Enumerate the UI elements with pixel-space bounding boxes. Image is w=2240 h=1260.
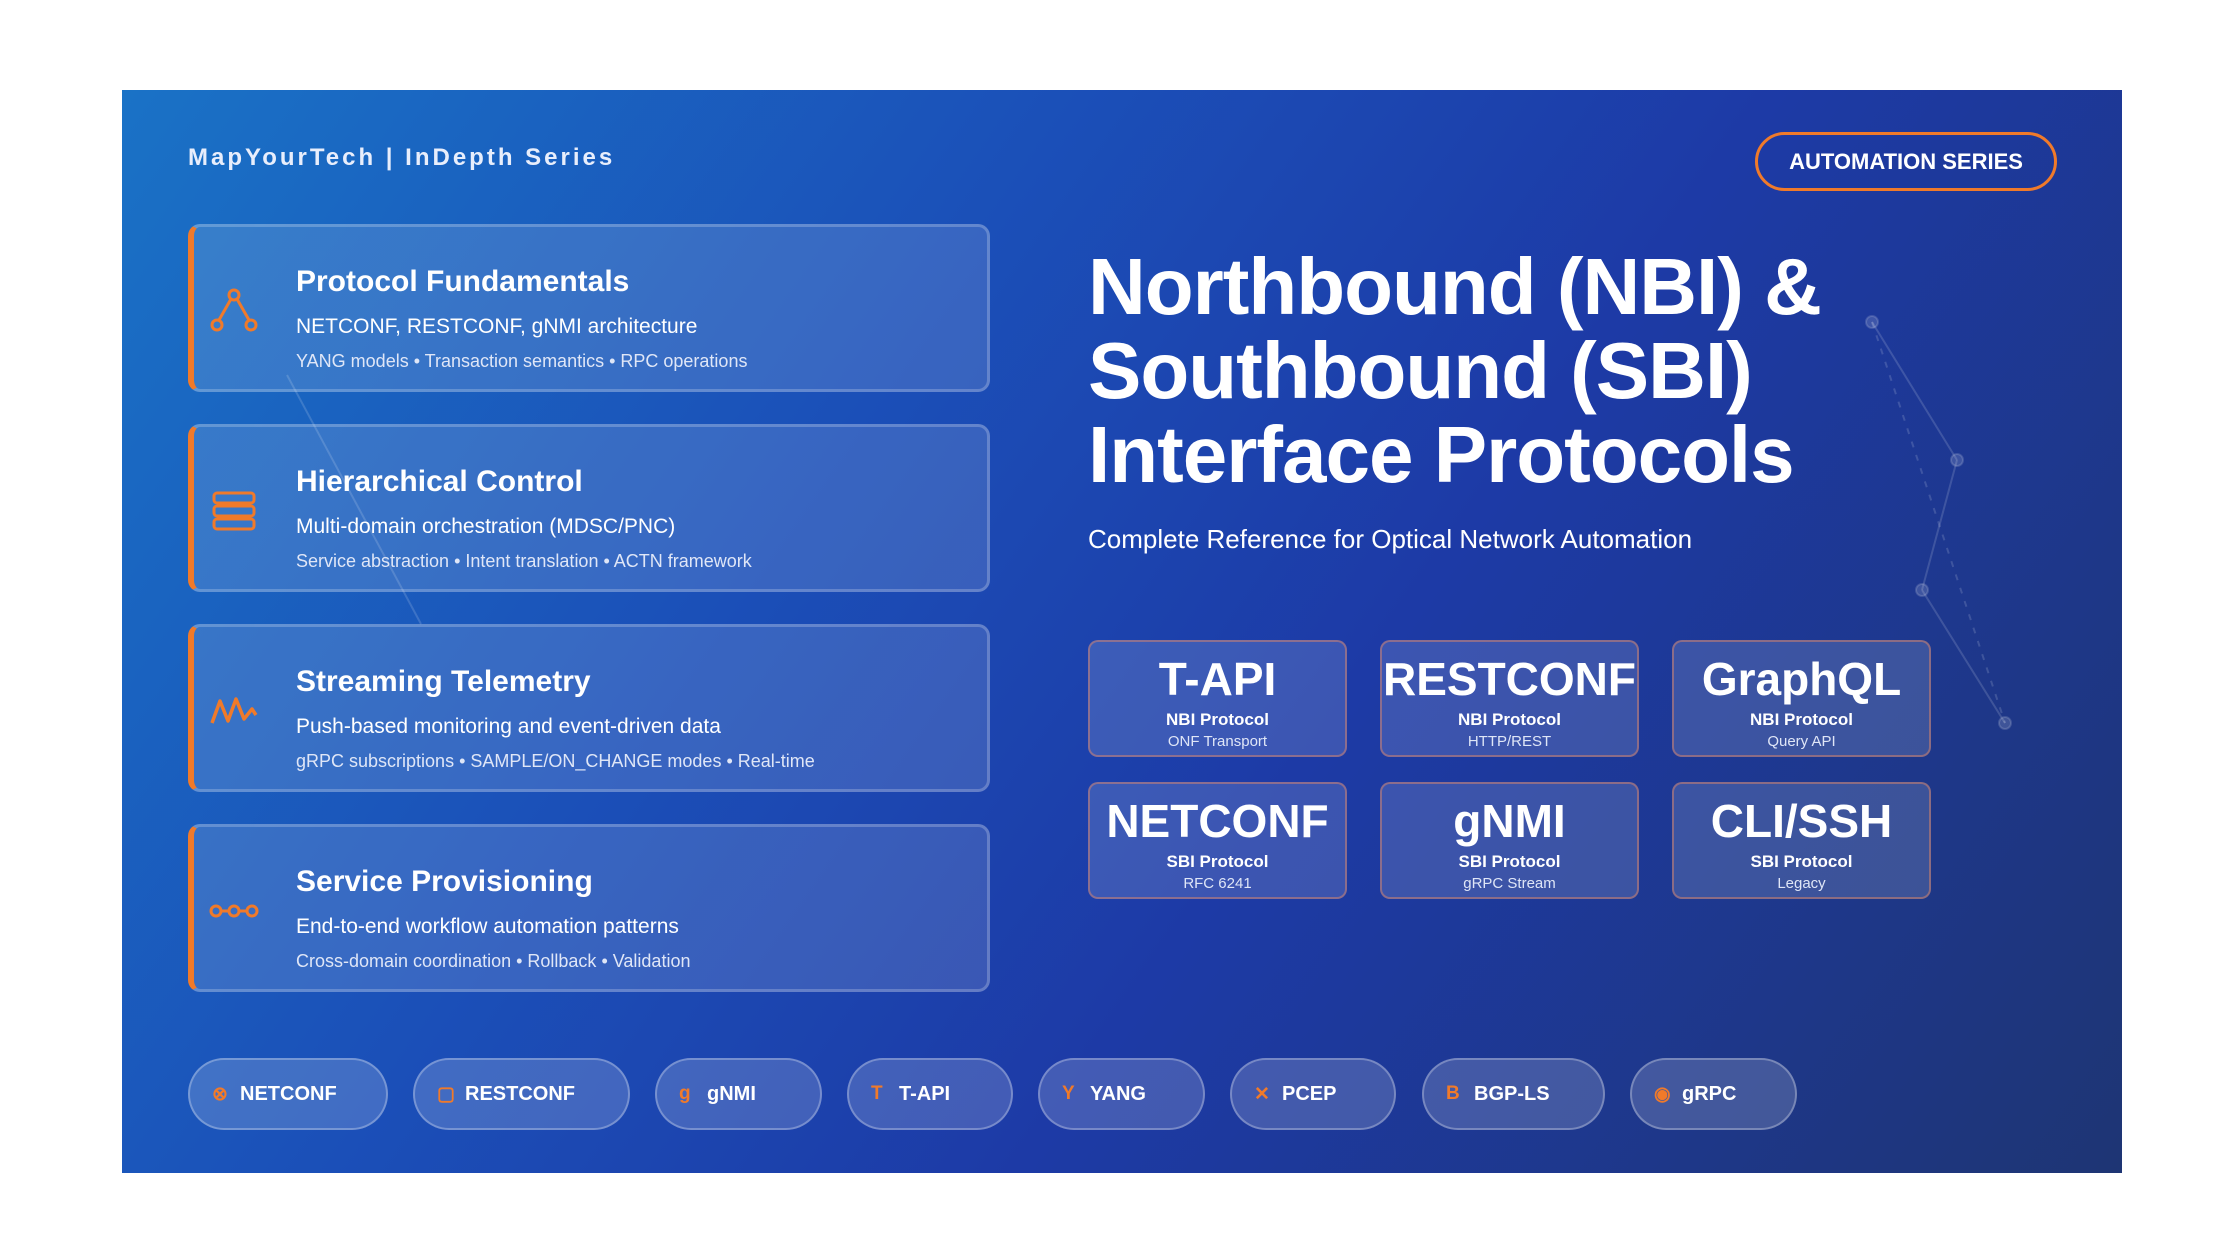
card-subtitle: Multi-domain orchestration (MDSC/PNC) xyxy=(296,515,676,538)
protocol-card: gNMI SBI Protocol gRPC Stream xyxy=(1380,782,1639,899)
protocol-name: GraphQL xyxy=(1701,653,1902,705)
tag-icon: B xyxy=(1446,1083,1460,1104)
title-line: Southbound (SBI) xyxy=(1088,326,1753,415)
title-line: Northbound (NBI) & xyxy=(1088,242,1822,331)
tag-label: YANG xyxy=(1090,1082,1146,1105)
tag-icon: g xyxy=(679,1083,691,1104)
tag-label: T-API xyxy=(899,1082,951,1105)
protocol-kind: NBI Protocol xyxy=(1166,710,1269,729)
tag-pill[interactable]: Y YANG xyxy=(1038,1058,1205,1130)
card-meta: YANG models • Transaction semantics • RP… xyxy=(296,351,748,371)
workflow-chain-icon xyxy=(209,904,259,918)
tag-label: gNMI xyxy=(707,1082,756,1105)
tag-pill[interactable]: ⊗ NETCONF xyxy=(188,1058,388,1130)
card-title: Streaming Telemetry xyxy=(296,665,591,698)
tag-icon: ⊗ xyxy=(212,1083,228,1105)
card-protocol-fundamentals: Protocol Fundamentals NETCONF, RESTCONF,… xyxy=(188,224,990,392)
card-title: Service Provisioning xyxy=(296,865,593,898)
protocol-name: CLI/SSH xyxy=(1710,795,1893,847)
tag-icon: ◉ xyxy=(1654,1083,1671,1105)
tag-label: RESTCONF xyxy=(465,1082,575,1105)
brand-title: MapYourTech | InDepth Series xyxy=(188,144,616,171)
protocol-name: gNMI xyxy=(1453,795,1566,847)
protocol-kind: NBI Protocol xyxy=(1458,710,1561,729)
tag-pill[interactable]: ✕ PCEP xyxy=(1230,1058,1396,1130)
protocol-desc: gRPC Stream xyxy=(1463,875,1556,892)
protocol-kind: SBI Protocol xyxy=(1166,852,1269,871)
automation-series-badge: AUTOMATION SERIES xyxy=(1755,132,2057,191)
card-meta: Service abstraction • Intent translation… xyxy=(296,551,752,571)
tag-label: PCEP xyxy=(1282,1082,1337,1105)
card-subtitle: NETCONF, RESTCONF, gNMI architecture xyxy=(296,315,698,338)
card-title: Hierarchical Control xyxy=(296,465,583,498)
tag-pill[interactable]: ◉ gRPC xyxy=(1630,1058,1797,1130)
banner: MapYourTech | InDepth Series AUTOMATION … xyxy=(122,90,2122,1173)
tag-label: BGP-LS xyxy=(1474,1082,1550,1105)
protocol-name: RESTCONF xyxy=(1383,653,1636,705)
tag-pill[interactable]: T T-API xyxy=(847,1058,1013,1130)
decorative-network-lines xyxy=(286,315,2012,730)
card-meta: Cross-domain coordination • Rollback • V… xyxy=(296,951,691,971)
tag-icon: ▢ xyxy=(437,1083,455,1105)
tag-label: gRPC xyxy=(1682,1082,1737,1105)
tag-pill[interactable]: B BGP-LS xyxy=(1422,1058,1605,1130)
card-meta: gRPC subscriptions • SAMPLE/ON_CHANGE mo… xyxy=(296,751,815,771)
card-hierarchical-control: Hierarchical Control Multi-domain orches… xyxy=(188,424,990,592)
protocol-desc: HTTP/REST xyxy=(1467,733,1552,750)
tag-label: NETCONF xyxy=(240,1082,337,1105)
pulse-icon xyxy=(210,697,258,724)
protocol-desc: Query API xyxy=(1767,733,1836,750)
tag-pill[interactable]: ▢ RESTCONF xyxy=(413,1058,630,1130)
card-subtitle: Push-based monitoring and event-driven d… xyxy=(296,715,721,738)
network-nodes-icon xyxy=(210,288,258,332)
protocol-desc: Legacy xyxy=(1777,875,1826,892)
protocol-name: T-API xyxy=(1158,653,1277,705)
main-subtitle: Complete Reference for Optical Network A… xyxy=(1088,524,1693,554)
card-service-provisioning: Service Provisioning End-to-end workflow… xyxy=(188,824,990,992)
tag-icon: ✕ xyxy=(1254,1083,1270,1105)
protocol-name: NETCONF xyxy=(1106,795,1329,847)
card-subtitle: End-to-end workflow automation patterns xyxy=(296,915,679,938)
protocol-desc: RFC 6241 xyxy=(1183,875,1252,892)
protocol-kind: SBI Protocol xyxy=(1458,852,1561,871)
protocol-desc: ONF Transport xyxy=(1167,733,1268,750)
tag-icon: Y xyxy=(1062,1083,1075,1104)
card-streaming-telemetry: Streaming Telemetry Push-based monitorin… xyxy=(188,624,990,792)
title-line: Interface Protocols xyxy=(1088,410,1795,499)
protocol-kind: NBI Protocol xyxy=(1750,710,1853,729)
protocol-kind: SBI Protocol xyxy=(1750,852,1853,871)
layers-icon xyxy=(212,491,256,531)
main-title: Northbound (NBI) & Southbound (SBI) Inte… xyxy=(1088,245,1988,497)
card-title: Protocol Fundamentals xyxy=(296,265,630,298)
tag-icon: T xyxy=(871,1083,883,1104)
